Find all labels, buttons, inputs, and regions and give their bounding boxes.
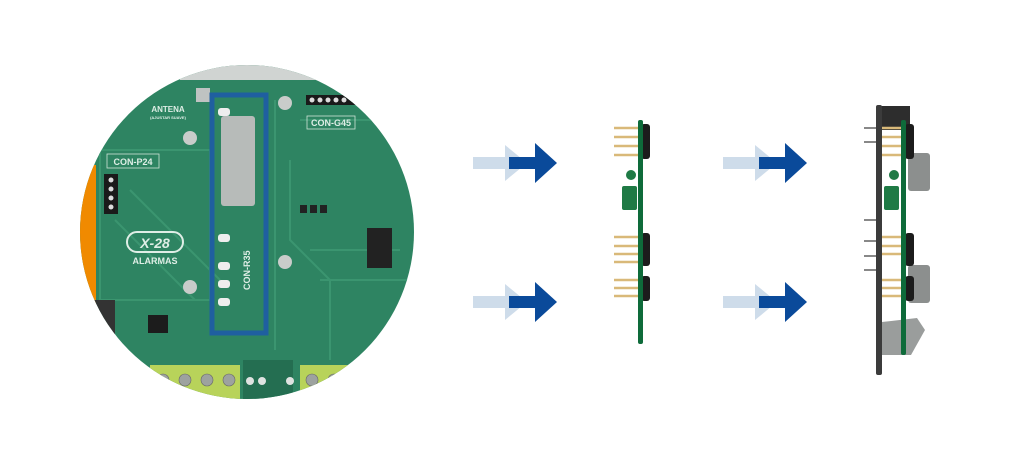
con-p24-header xyxy=(104,174,118,214)
orange-cable xyxy=(80,165,96,325)
module-installed-side-view xyxy=(864,105,930,375)
battery-cable xyxy=(80,300,115,340)
brand-label: ALARMAS xyxy=(133,256,178,266)
arrow-step1-top xyxy=(473,143,557,183)
module-pcb xyxy=(638,120,643,344)
con-p24-label: CON-P24 xyxy=(113,157,152,167)
module-shield xyxy=(221,116,255,206)
adjust-screw xyxy=(196,88,210,102)
antenna-label: ANTENA xyxy=(151,105,185,114)
module-side-view xyxy=(614,120,650,344)
installed-module-pcb xyxy=(901,120,906,355)
arrow-step2-top xyxy=(723,143,807,183)
logo-text: X-28 xyxy=(139,235,170,251)
module-slot-highlight xyxy=(209,92,269,336)
ic-chip xyxy=(367,228,392,268)
arrow-step2-bottom xyxy=(723,282,807,322)
ic-chip-small xyxy=(148,315,168,333)
board-closeup: ANTENA (AJUSTAR SUAVE) CON-P24 X-28 ALAR… xyxy=(80,65,414,399)
connector-top xyxy=(908,153,930,191)
enclosure-panel xyxy=(876,105,882,375)
arrow-step1-bottom xyxy=(473,282,557,322)
con-r35-label: CON-R35 xyxy=(242,250,252,290)
logo xyxy=(126,231,184,253)
con-g45-label: CON-G45 xyxy=(311,118,351,128)
antenna-note: (AJUSTAR SUAVE) xyxy=(150,115,187,120)
